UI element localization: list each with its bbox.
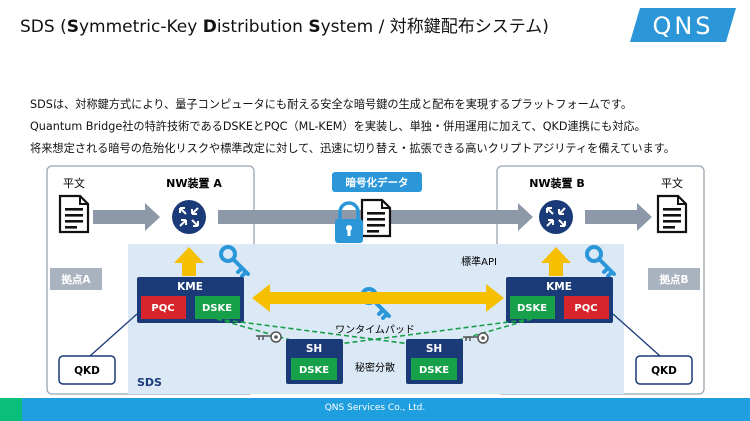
title-bold-d: D <box>202 17 217 37</box>
pqc-b-badge <box>564 296 609 319</box>
document-icon <box>58 194 90 234</box>
description-line-2: Quantum Bridge社の特許技術であるDSKEとPQC（ML-KEM）を… <box>30 120 646 133</box>
key-delivery-arrows <box>174 247 571 276</box>
router-icon <box>538 199 574 235</box>
dske-b-badge <box>510 296 555 319</box>
sds-label: SDS <box>137 376 162 389</box>
sh-2-label: SH <box>426 343 442 355</box>
dske-sh-2-badge <box>411 358 457 380</box>
site-b-label: 拠点B <box>659 273 688 286</box>
title-prefix: SDS ( <box>20 17 67 37</box>
site-a-label: 拠点A <box>61 273 91 286</box>
title-text-ymmetric: ymmetric-Key <box>78 17 203 37</box>
dske-b-label: DSKE <box>517 303 547 314</box>
plaintext-right-label: 平文 <box>661 176 683 190</box>
logo-text: QNS <box>652 12 713 40</box>
qkd-a-box <box>58 355 116 385</box>
qkd-b-link <box>612 313 661 357</box>
dske-a-label: DSKE <box>202 303 232 314</box>
footer-accent <box>0 398 22 421</box>
dske-sh-1-badge <box>291 358 337 380</box>
title-bold-s2: S <box>308 17 321 37</box>
description-line-1: SDSは、対称鍵方式により、量子コンピュータにも耐える安全な暗号鍵の生成と配布を… <box>30 98 633 111</box>
router-icon <box>171 199 207 235</box>
encrypted-data-label: 暗号化データ <box>346 176 409 189</box>
footer-text: QNS Services Co., Ltd. <box>324 403 426 413</box>
pqc-a-label: PQC <box>151 303 174 314</box>
encrypted-data-badge <box>332 172 422 192</box>
qkd-a-label: QKD <box>74 365 100 377</box>
footer-bar: QNS Services Co., Ltd. <box>0 398 750 421</box>
page-title: SDS (Symmetric-Key Distribution System /… <box>20 12 549 37</box>
title-text-istribution: istribution <box>216 17 309 37</box>
kme-link-arrow <box>252 284 504 312</box>
title-bold-s: S <box>66 17 79 37</box>
qkd-b-box <box>635 355 693 385</box>
document-icon <box>656 194 688 234</box>
one-time-pad-label: ワンタイムパッド <box>335 324 415 336</box>
description-line-3: 将来想定される暗号の危殆化リスクや標準改定に対して、迅速に切り替え・拡張できる高… <box>30 142 675 155</box>
dske-a-badge <box>195 296 240 319</box>
plaintext-left-label: 平文 <box>63 176 85 190</box>
pqc-b-label: PQC <box>574 303 597 314</box>
document-icon <box>360 198 392 238</box>
qkd-b-label: QKD <box>651 365 677 377</box>
qns-logo: QNS <box>630 8 736 42</box>
kme-b-label: KME <box>546 281 572 293</box>
qkd-a-link <box>89 313 138 357</box>
pqc-a-badge <box>141 296 186 319</box>
lock-icon <box>335 201 363 243</box>
title-text-system: ystem / 対称鍵配布システム) <box>320 17 549 37</box>
standard-api-label: 標準API <box>461 255 497 268</box>
dske-sh-2-label: DSKE <box>419 365 449 376</box>
site-a-badge <box>50 268 102 290</box>
kme-a-label: KME <box>177 281 203 293</box>
site-b-badge <box>648 268 700 290</box>
sds-diagram: SDS 平文 平文 NW装置 A NW装置 B 暗号化データ 拠点A 拠点B <box>46 165 705 395</box>
nw-device-b-label: NW装置 B <box>529 176 585 190</box>
secret-sharing-label: 秘密分散 <box>355 361 395 374</box>
dske-sh-1-label: DSKE <box>299 365 329 376</box>
sh-1-label: SH <box>306 343 322 355</box>
nw-device-a-label: NW装置 A <box>166 176 222 190</box>
